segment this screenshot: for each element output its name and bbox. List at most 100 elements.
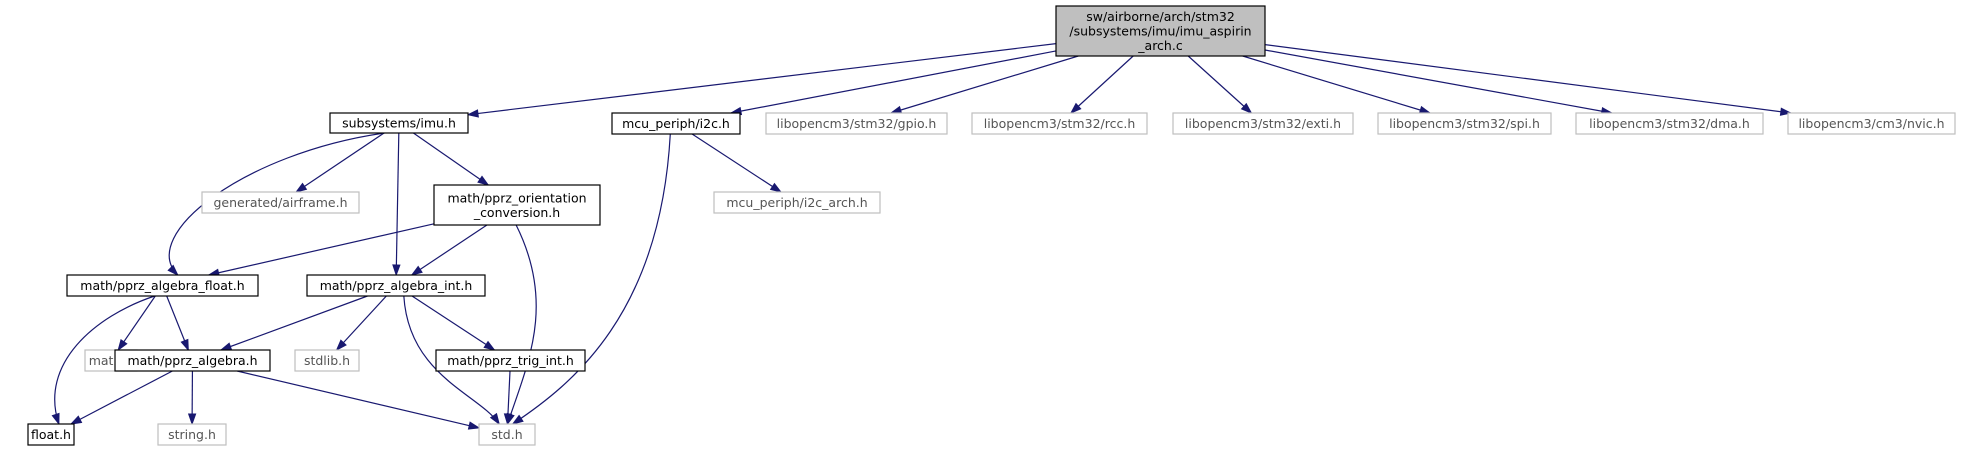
node-box <box>157 423 227 446</box>
node-box <box>329 112 469 134</box>
arrowhead-icon <box>1069 102 1082 115</box>
node-box <box>433 184 601 226</box>
node-airframe-h: generated/airframe.h <box>201 191 360 214</box>
node-float-h[interactable]: float.h <box>27 423 75 446</box>
node-stdlib-h: stdlib.h <box>294 349 360 372</box>
edge-line <box>512 133 671 425</box>
arrowhead-icon <box>117 338 128 352</box>
node-label: libopencm3/cm3/nvic.h <box>1798 116 1944 131</box>
arrowhead-icon <box>187 413 197 426</box>
edge-line <box>220 295 368 351</box>
edge-line <box>395 132 400 276</box>
edge-alg_float_h-to-float_h <box>51 295 155 426</box>
node-box <box>1055 5 1266 57</box>
node-box <box>1575 112 1764 135</box>
node-box <box>478 423 536 446</box>
edge-line <box>506 224 537 425</box>
node-box <box>306 274 486 297</box>
node-label: libopencm3/stm32/spi.h <box>1389 116 1540 131</box>
node-label: mcu_periph/i2c.h <box>622 116 730 131</box>
edge-imu_h-to-orient_h <box>413 132 490 186</box>
arrowhead-icon <box>489 412 501 426</box>
edge-orient_h-to-std_h <box>506 224 537 426</box>
node-nvic-h: libopencm3/cm3/nvic.h <box>1787 112 1956 135</box>
arrowhead-icon <box>294 182 308 193</box>
node-box <box>27 423 75 446</box>
node-box <box>713 191 881 214</box>
node-label: math/pprz_algebra_float.h <box>80 278 244 293</box>
node-gpio-h: libopencm3/stm32/gpio.h <box>765 112 948 135</box>
node-box <box>294 349 360 372</box>
node-label: _arch.c <box>1137 38 1183 53</box>
arrowhead-icon <box>466 109 479 118</box>
edge-line <box>411 295 495 351</box>
arrowhead-icon <box>1240 102 1253 115</box>
node-box <box>611 112 741 135</box>
node-label: std.h <box>491 427 522 442</box>
arrowhead-icon <box>392 264 401 277</box>
edge-line <box>730 50 1057 114</box>
node-alg-float-h[interactable]: math/pprz_algebra_float.h <box>66 274 259 297</box>
edge-line <box>295 132 385 193</box>
arrowhead-icon <box>69 415 83 425</box>
node-label: sw/airborne/arch/stm32 <box>1086 9 1235 24</box>
edge-imu_h-to-alg_int_h <box>392 132 401 277</box>
node-alg-h[interactable]: math/pprz_algebra.h <box>114 349 271 372</box>
edge-line <box>411 224 488 276</box>
node-box <box>1377 112 1552 135</box>
edge-line <box>1264 49 1612 114</box>
edge-orient_h-to-alg_int_h <box>410 224 488 276</box>
arrowhead-icon <box>335 339 347 352</box>
node-label: math/pprz_algebra.h <box>127 353 257 368</box>
edge-alg_int_h-to-stdlib_h <box>335 295 387 352</box>
arrowhead-icon <box>467 421 481 430</box>
node-box <box>1172 112 1354 135</box>
node-exti-h: libopencm3/stm32/exti.h <box>1172 112 1354 135</box>
edge-line <box>117 295 156 351</box>
edge-line <box>336 295 387 351</box>
edge-line <box>208 223 435 276</box>
arrowhead-icon <box>503 413 513 426</box>
node-imu-h[interactable]: subsystems/imu.h <box>329 112 469 134</box>
node-i2c-arch-h: mcu_periph/i2c_arch.h <box>713 191 881 214</box>
node-orient-h[interactable]: math/pprz_orientation_conversion.h <box>433 184 601 226</box>
node-label: string.h <box>168 427 216 442</box>
node-label: math/pprz_algebra_int.h <box>320 278 473 293</box>
node-string-h: string.h <box>157 423 227 446</box>
arrowhead-icon <box>511 414 524 425</box>
arrowhead-icon <box>769 182 783 193</box>
edge-line <box>890 55 1079 114</box>
node-i2c-h[interactable]: mcu_periph/i2c.h <box>611 112 741 135</box>
arrowhead-icon <box>51 412 60 426</box>
node-label: generated/airframe.h <box>213 195 347 210</box>
arrowhead-icon <box>410 265 423 276</box>
edge-alg_float_h-to-math_h <box>117 295 156 352</box>
node-label: libopencm3/stm32/rcc.h <box>984 116 1136 131</box>
node-trig-h[interactable]: math/pprz_trig_int.h <box>435 349 586 372</box>
edge-line <box>403 295 500 425</box>
edge-orient_h-to-alg_float_h <box>207 223 435 277</box>
edge-alg_int_h-to-std_h <box>403 295 501 426</box>
edges-layer <box>51 43 1793 430</box>
edge-line <box>54 295 155 425</box>
node-std-h: std.h <box>478 423 536 446</box>
node-rcc-h: libopencm3/stm32/rcc.h <box>971 112 1148 135</box>
edge-line <box>1242 55 1431 114</box>
node-box <box>971 112 1148 135</box>
edge-root-to-dma_h <box>1264 49 1614 116</box>
node-box <box>201 191 360 214</box>
edge-i2c_h-to-i2c_arch_h <box>691 133 783 193</box>
edge-line <box>70 370 173 425</box>
node-alg-int-h[interactable]: math/pprz_algebra_int.h <box>306 274 486 297</box>
node-label: libopencm3/stm32/dma.h <box>1589 116 1750 131</box>
edge-root-to-spi_h <box>1242 55 1432 114</box>
edge-root-to-rcc_h <box>1069 55 1134 115</box>
edge-root-to-exti_h <box>1187 55 1253 115</box>
edge-line <box>1070 55 1134 114</box>
arrowhead-icon <box>219 342 233 351</box>
node-root[interactable]: sw/airborne/arch/stm32/subsystems/imu/im… <box>1055 5 1266 57</box>
edge-i2c_h-to-std_h <box>511 133 671 425</box>
node-box <box>114 349 271 372</box>
arrowhead-icon <box>167 264 179 277</box>
